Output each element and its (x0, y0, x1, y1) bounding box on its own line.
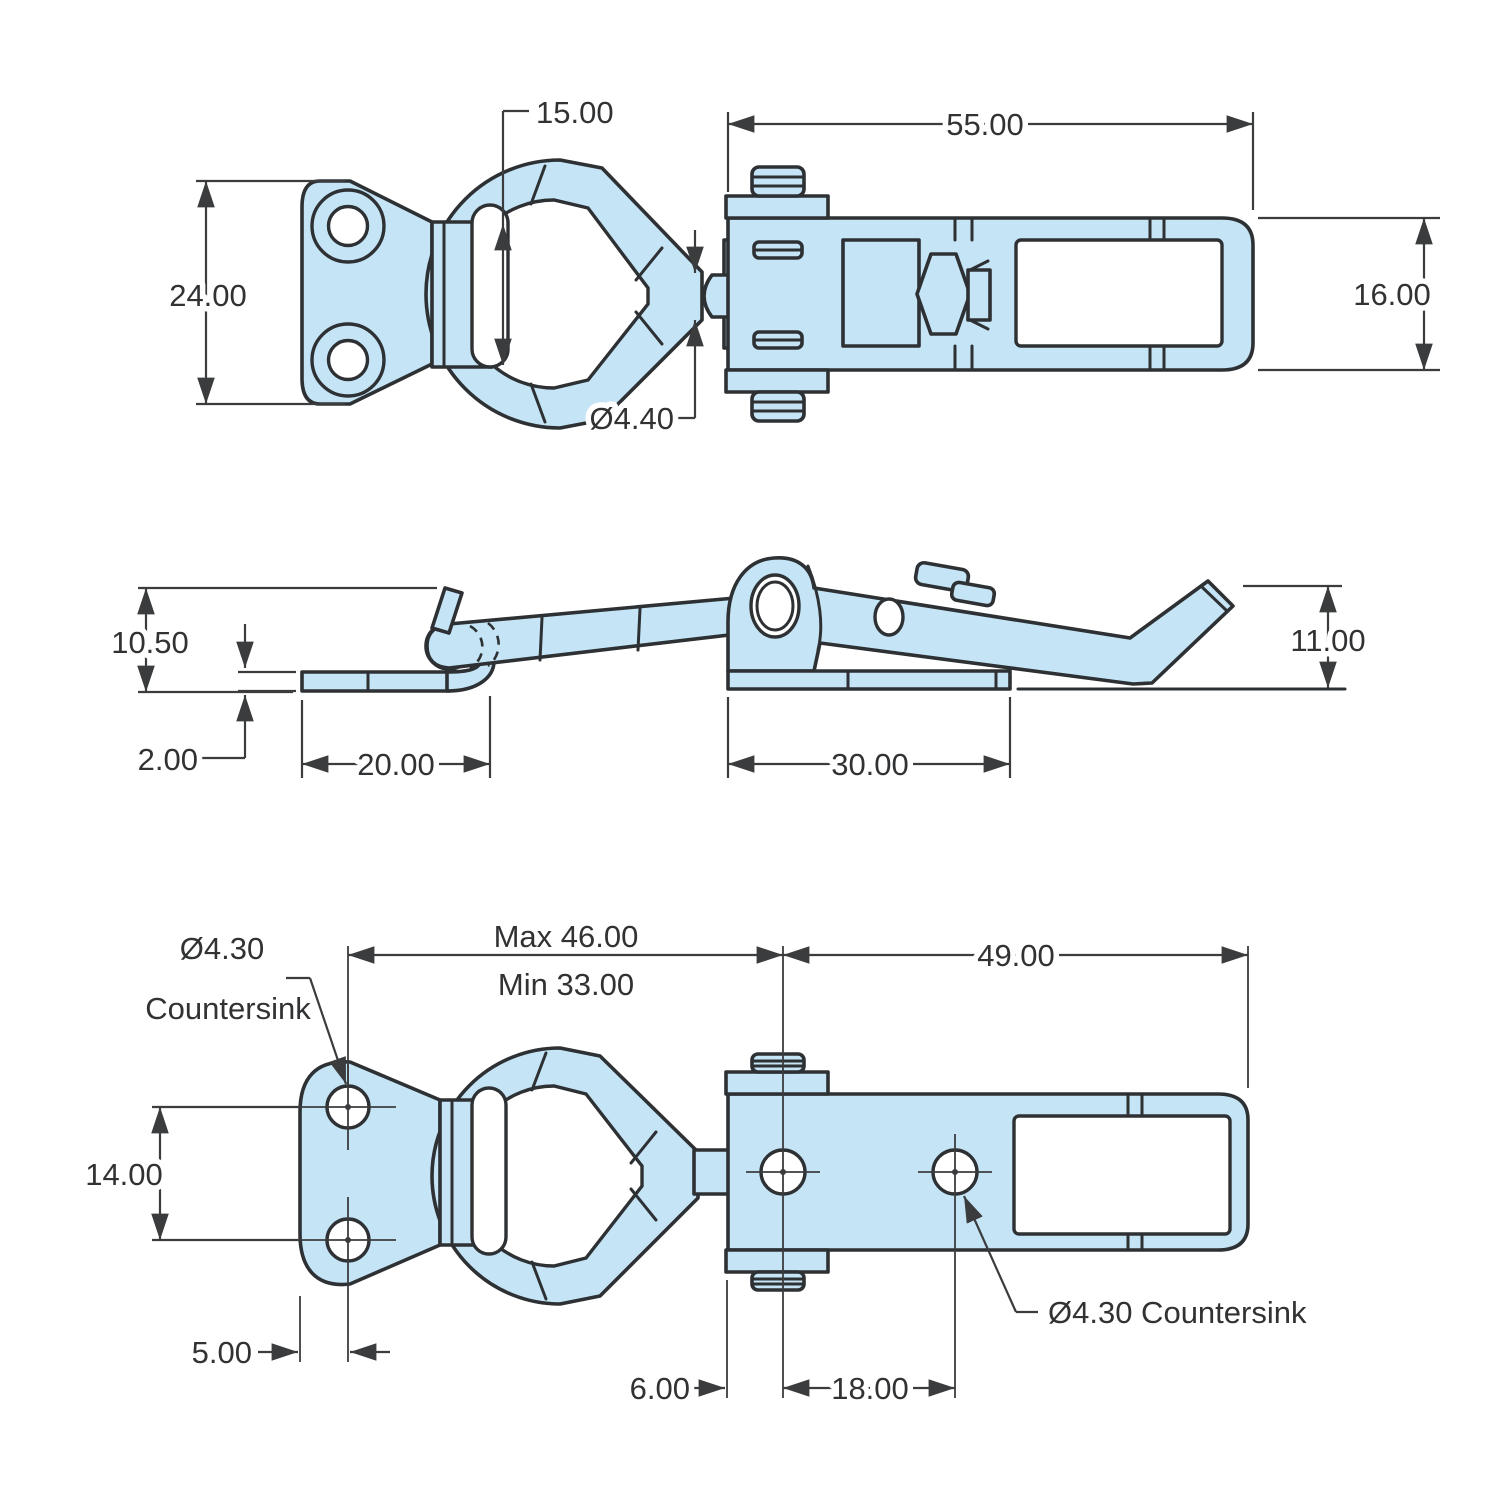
spring-pin-side (949, 580, 997, 608)
side-view: 10.50 2.00 20.00 30.00 11 (106, 556, 1371, 788)
countersink-diameter-label: Ø4.30 (180, 931, 264, 966)
catch-plate (300, 670, 452, 693)
dim-20: 20.00 (300, 696, 492, 788)
hook-plate-bottom (298, 1060, 442, 1287)
plate-hole (326, 204, 370, 248)
dim-14: 14.00 (80, 1105, 302, 1242)
dim-11-label: 11.00 (1290, 623, 1365, 658)
plate-hole (326, 338, 370, 382)
hidden-hook-lines (487, 621, 500, 668)
countersink-type-label: Countersink (145, 991, 311, 1026)
hidden-hook-lines (469, 624, 484, 670)
pivot-hole-rim (755, 580, 795, 632)
callout-countersink-plate: Ø4.30 Countersink (145, 931, 348, 1085)
dim-14-label: 14.00 (85, 1157, 163, 1192)
dim-rod-diameter: Ø4.40 (584, 230, 704, 442)
spring-pins (750, 165, 806, 423)
dim-55: 55.00 (726, 102, 1255, 210)
dim-6: 6.00 (624, 1366, 725, 1412)
lever-and-pivot-head (726, 556, 1235, 686)
countersink-full-label: Ø4.30 Countersink (1048, 1295, 1307, 1330)
dim-24: 24.00 (164, 179, 345, 406)
dim-55-label: 55.00 (946, 107, 1024, 142)
dim-10-50-label: 10.50 (111, 625, 189, 660)
centerlines (299, 946, 1249, 1398)
dim-49: 49.00 (783, 933, 1248, 979)
callout-countersink-body: Ø4.30 Countersink (962, 1195, 1307, 1330)
dim-10-50: 10.50 (106, 586, 437, 694)
dim-30-label: 30.00 (831, 747, 909, 782)
top-view: 55.00 24.00 16.00 15.00 Ø4.40 (164, 90, 1440, 442)
dim-max-min: Max 46.00 Min 33.00 (348, 919, 783, 1002)
strap-slot-bottom (470, 1086, 508, 1256)
dim-30: 30.00 (726, 697, 1012, 788)
dim-2-label: 2.00 (138, 742, 198, 777)
dim-max-label: Max 46.00 (494, 919, 639, 954)
dim-2: 2.00 (132, 624, 296, 783)
dim-15: 15.00 (494, 90, 619, 365)
dim-20-label: 20.00 (357, 747, 435, 782)
plate-countersink-holes (302, 1064, 396, 1285)
draw-rod-stub (692, 1148, 732, 1196)
dim-5: 5.00 (186, 1330, 390, 1376)
frame-window (1014, 238, 1224, 348)
dim-18-label: 18.00 (831, 1371, 909, 1406)
frame-seam-ticks-bottom (1126, 1092, 1144, 1252)
dim-5-label: 5.00 (192, 1335, 252, 1370)
bail-seam-lines (529, 164, 664, 424)
bottom-view: Max 46.00 Min 33.00 49.00 14.00 5.00 6.0… (80, 919, 1307, 1412)
dim-15-label: 15.00 (536, 95, 614, 130)
frame-seam-ticks (953, 216, 1166, 372)
dim-11: 11.00 (1243, 584, 1371, 688)
dim-49-label: 49.00 (977, 938, 1055, 973)
dim-24-label: 24.00 (169, 278, 247, 313)
adjuster-block (841, 238, 921, 348)
hex-nut (915, 252, 972, 336)
dim-16: 16.00 (1258, 216, 1440, 372)
draw-rod-side (425, 595, 748, 670)
dim-min-label: Min 33.00 (498, 967, 634, 1002)
dim-rod-diameter-label: Ø4.40 (590, 401, 674, 436)
head-seam (806, 564, 823, 652)
dim-18: 18.00 (783, 1366, 955, 1412)
bolt-end (966, 268, 992, 322)
spring-pins-bottom (750, 1052, 806, 1292)
bail-seam-lines-bottom (530, 1051, 658, 1301)
hook-tip (430, 586, 464, 635)
frame-window-bottom (1012, 1114, 1232, 1236)
base-plate (726, 669, 1012, 691)
dim-6-label: 6.00 (630, 1371, 690, 1406)
dim-16-label: 16.00 (1353, 277, 1431, 312)
lever-hole (873, 597, 905, 637)
